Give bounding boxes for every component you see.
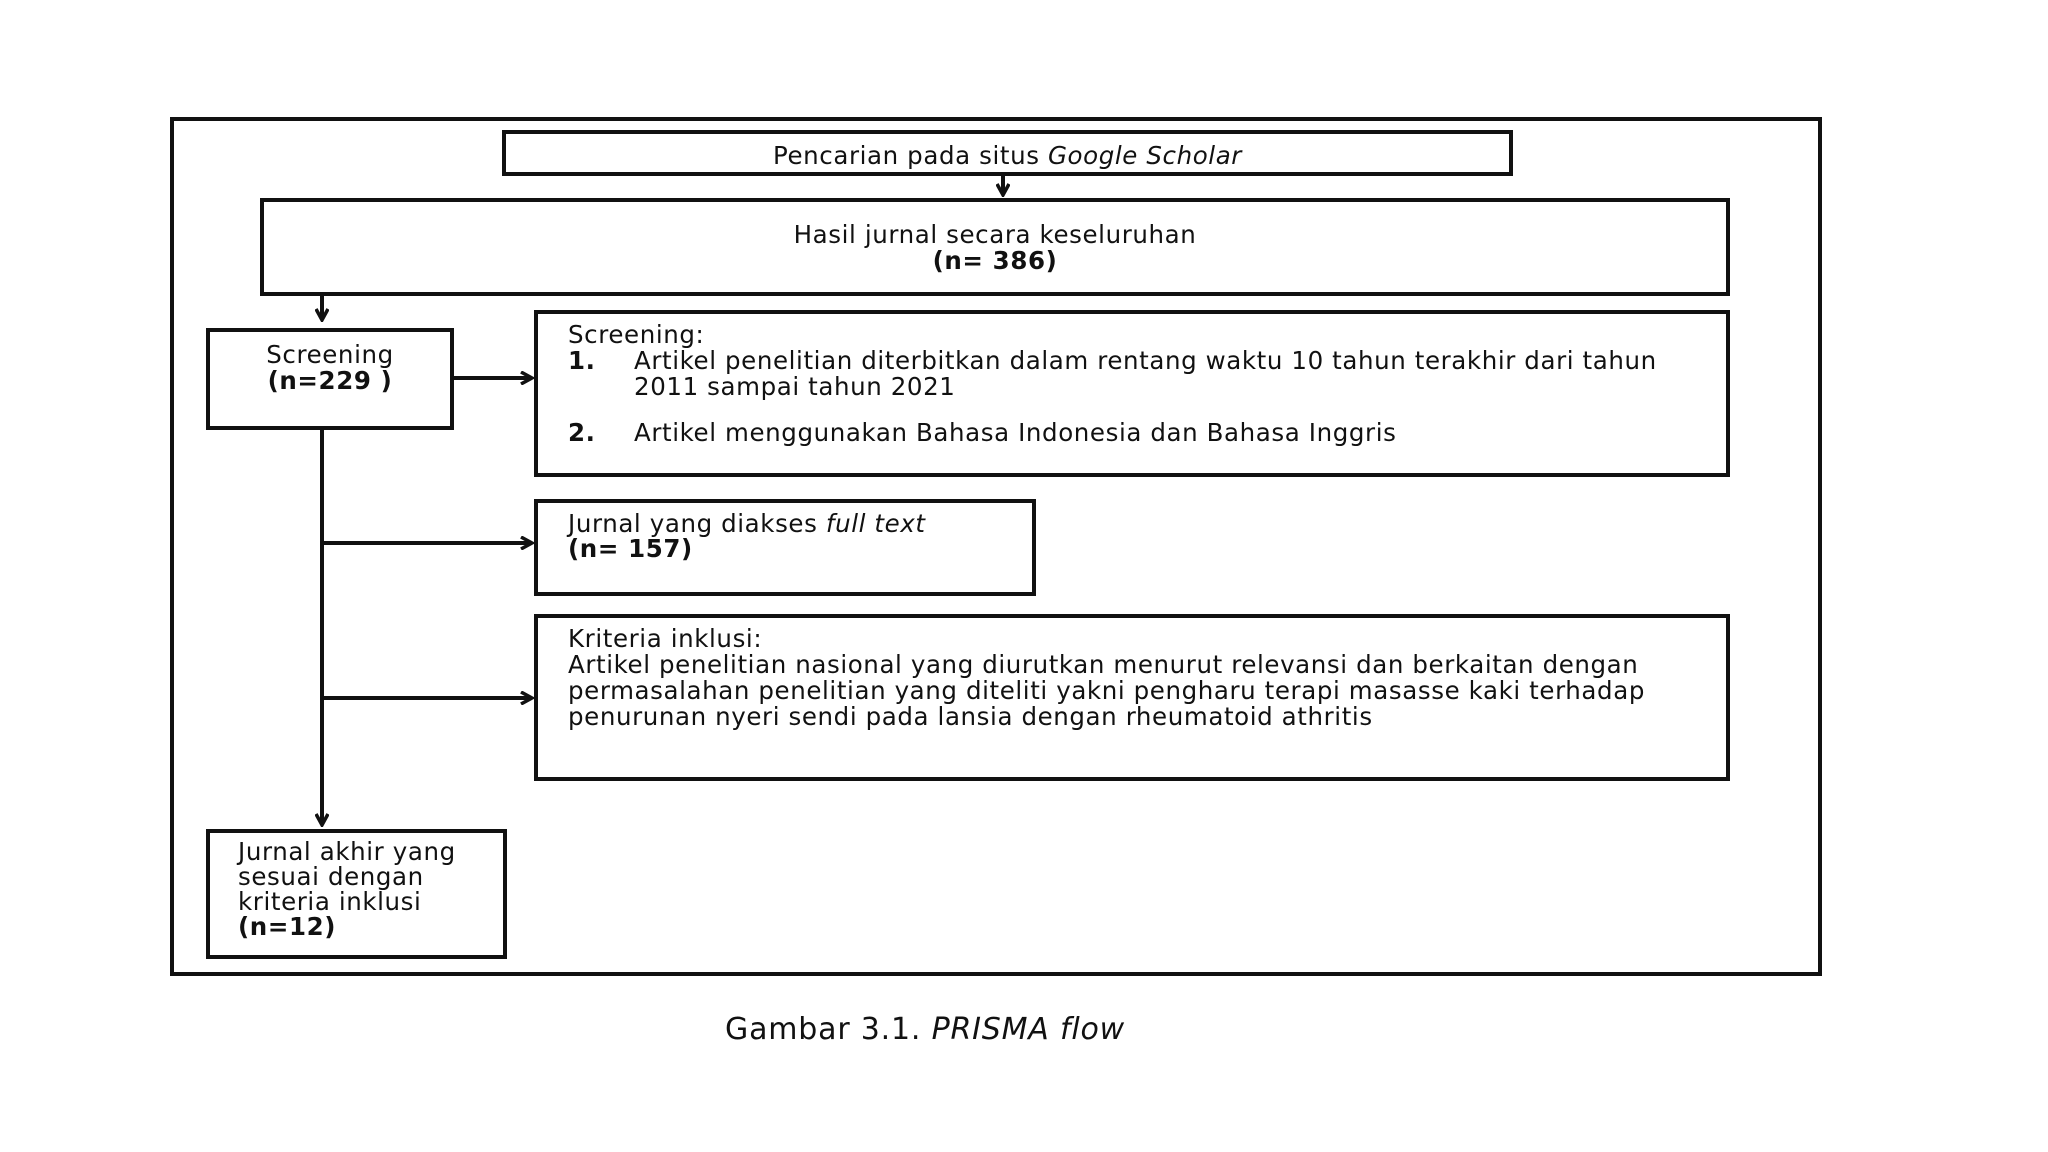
final-box-text: Jurnal akhir yang sesuai dengan kriteria… xyxy=(238,837,456,916)
criteria-item: 2. Artikel menggunakan Bahasa Indonesia … xyxy=(568,420,1696,446)
criteria-box-title: Screening: xyxy=(568,320,705,349)
diagram-frame xyxy=(170,117,1822,976)
overall-box-count: (n= 386) xyxy=(932,246,1058,275)
final-box: Jurnal akhir yang sesuai dengan kriteria… xyxy=(206,829,507,959)
search-box: Pencarian pada situs Google Scholar xyxy=(502,130,1513,176)
fulltext-box: Jurnal yang diakses full text (n= 157) xyxy=(534,499,1036,596)
screening-box-title: Screening xyxy=(266,340,394,369)
caption-text: Gambar 3.1. xyxy=(725,1012,932,1047)
search-box-italic: Google Scholar xyxy=(1047,141,1242,170)
overall-box: Hasil jurnal secara keseluruhan (n= 386) xyxy=(260,198,1730,296)
inclusion-box-text: Artikel penelitian nasional yang diurutk… xyxy=(568,650,1645,731)
screening-box: Screening (n=229 ) xyxy=(206,328,454,430)
criteria-item-number: 2. xyxy=(568,418,596,447)
overall-box-title: Hasil jurnal secara keseluruhan xyxy=(793,220,1197,249)
figure-caption: Gambar 3.1. PRISMA flow xyxy=(0,1012,1850,1047)
criteria-item-text: Artikel menggunakan Bahasa Indonesia dan… xyxy=(634,418,1397,447)
criteria-item-text: Artikel penelitian diterbitkan dalam ren… xyxy=(634,346,1657,401)
criteria-list: 1. Artikel penelitian diterbitkan dalam … xyxy=(568,348,1696,446)
criteria-item-number: 1. xyxy=(568,346,596,375)
criteria-item: 1. Artikel penelitian diterbitkan dalam … xyxy=(568,348,1696,400)
screening-box-count: (n=229 ) xyxy=(267,366,393,395)
fulltext-box-italic: full text xyxy=(825,509,926,538)
inclusion-box: Kriteria inklusi: Artikel penelitian nas… xyxy=(534,614,1730,781)
inclusion-box-title: Kriteria inklusi: xyxy=(568,624,763,653)
criteria-box: Screening: 1. Artikel penelitian diterbi… xyxy=(534,310,1730,477)
final-box-count: (n=12) xyxy=(238,912,337,941)
search-box-text: Pencarian pada situs xyxy=(772,141,1048,170)
caption-italic: PRISMA flow xyxy=(931,1012,1125,1047)
fulltext-box-count: (n= 157) xyxy=(568,534,693,563)
fulltext-box-text: Jurnal yang diakses xyxy=(568,509,826,538)
